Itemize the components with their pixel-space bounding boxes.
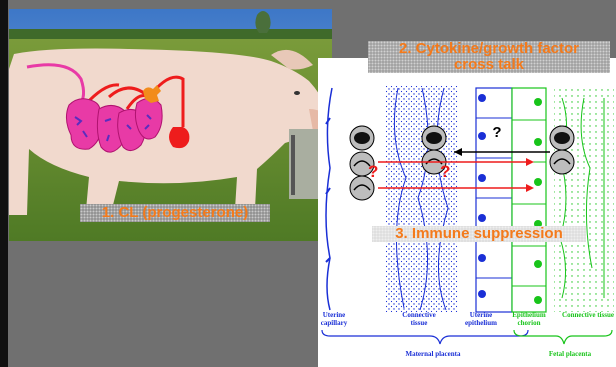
chorion-epithelium bbox=[512, 88, 546, 312]
label-immune-suppression: 3. Immune suppression bbox=[372, 226, 586, 242]
red-mark-2: ? bbox=[440, 162, 450, 182]
label-cytokine-line2: cross talk bbox=[368, 57, 610, 73]
label-connective-tissue: Connective tissue bbox=[394, 312, 444, 327]
label-maternal-placenta: Maternal placenta bbox=[368, 351, 498, 359]
placenta-diagram: ? ? ? Uterine capillary Connective tissu… bbox=[318, 58, 616, 367]
left-edge-bar bbox=[0, 0, 8, 367]
label-corpus-luteum: 1. CL (progesterone) bbox=[80, 204, 270, 222]
uterine-epithelium bbox=[476, 88, 512, 312]
label-fetal-placenta: Fetal placenta bbox=[530, 351, 610, 359]
label-cytokine-line1: 2. Cytokine/growth factor bbox=[368, 41, 610, 57]
label-fetal-connective-tissue: Connective tissue bbox=[562, 312, 614, 320]
label-uterine-epithelium: Uterine epithelium bbox=[458, 312, 504, 327]
red-mark-1: ? bbox=[368, 162, 378, 182]
label-cytokine-crosstalk: 2. Cytokine/growth factor cross talk bbox=[368, 41, 610, 73]
label-uterine-capillary: Uterine capillary bbox=[318, 312, 354, 327]
label-epithelium-chorion: Epithelium chorion bbox=[506, 312, 552, 327]
question-mark: ? bbox=[487, 124, 507, 141]
